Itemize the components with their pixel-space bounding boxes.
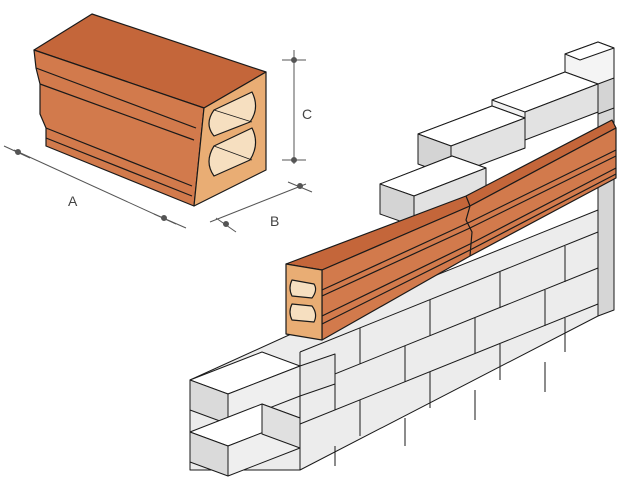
block-hole-upper [208, 91, 257, 137]
coping-wall-end [285, 263, 323, 341]
brick-wall [189, 41, 615, 477]
coping-wall-hole-upper [289, 279, 317, 299]
coping-on-wall [285, 119, 617, 341]
upper-bricks [379, 41, 615, 227]
coping-wall-hole-lower [289, 303, 317, 323]
dim-b-label: B [270, 213, 279, 229]
dimension-lines [3, 50, 313, 233]
lower-courses [299, 231, 599, 470]
front-bricks [189, 351, 336, 477]
dim-a-line [13, 149, 177, 225]
dim-c-label: C [302, 106, 312, 122]
coping-block [33, 13, 267, 207]
dim-b-line [209, 183, 307, 223]
dim-a-label: A [68, 193, 78, 209]
block-hole-lower [208, 127, 257, 177]
